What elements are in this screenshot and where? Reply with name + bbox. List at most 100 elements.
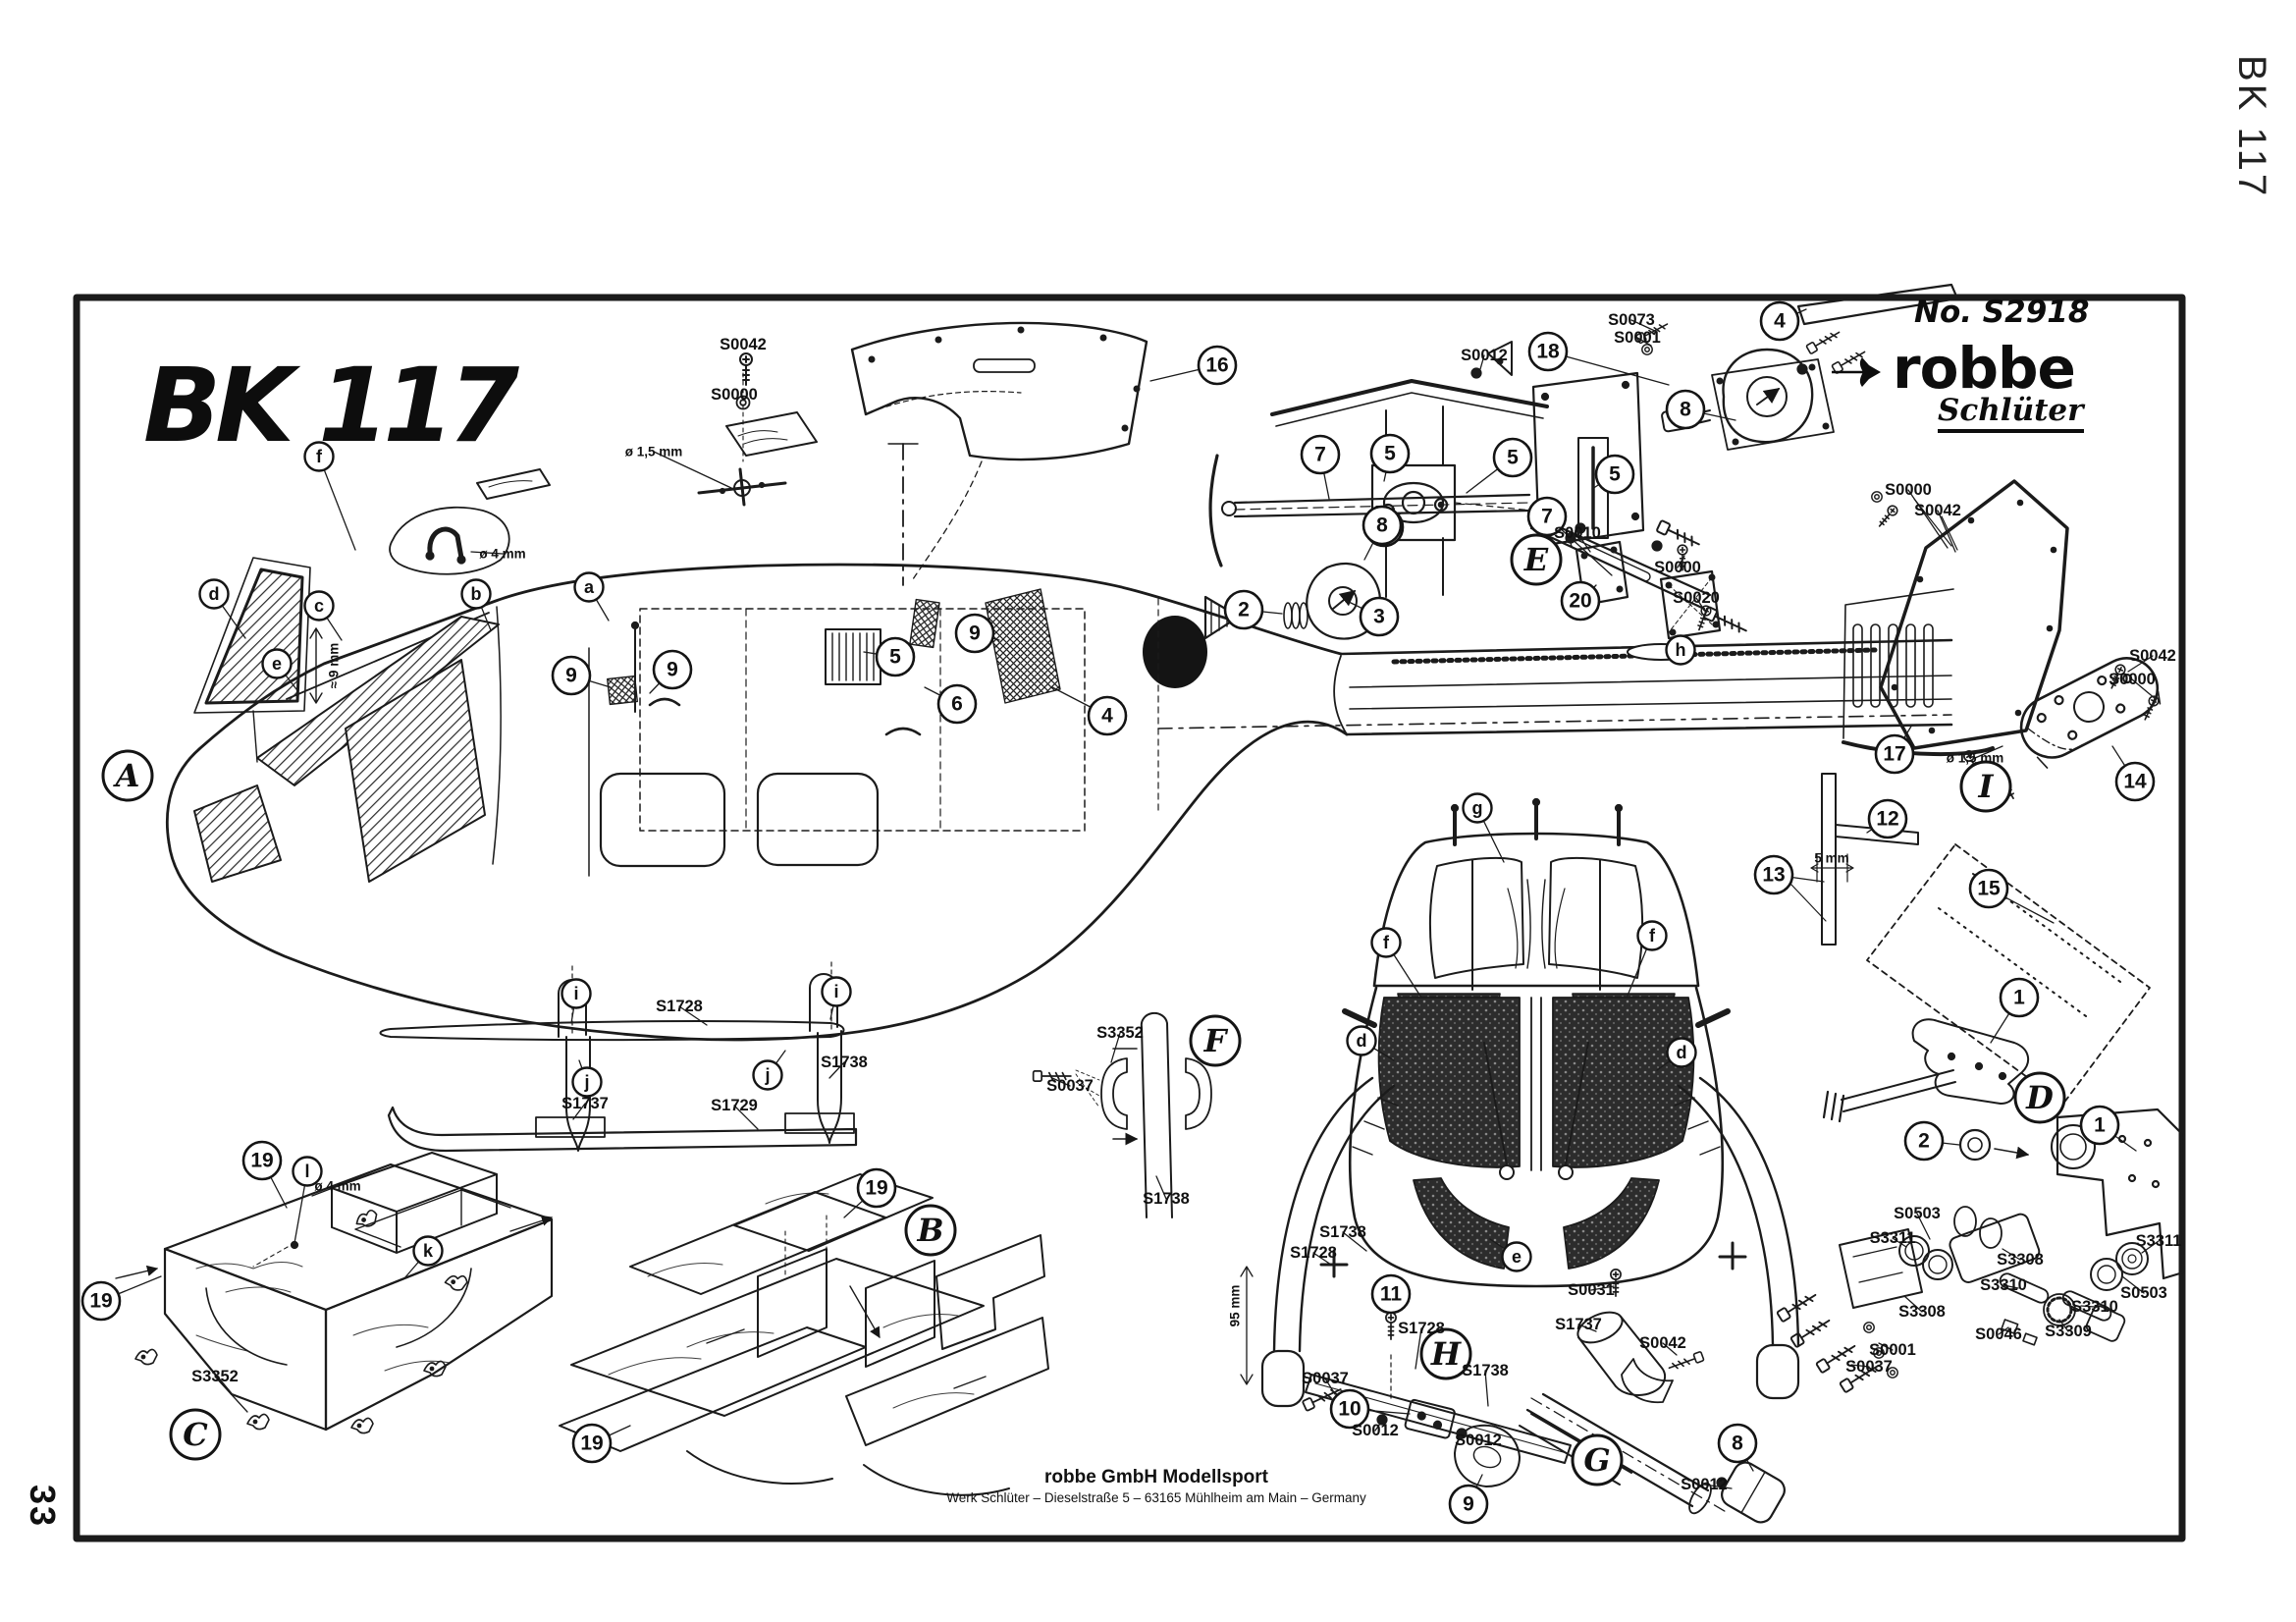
- callout-letter-label: g: [1472, 798, 1483, 818]
- callout-letter-d: [198, 578, 230, 610]
- cabin-window: [599, 772, 726, 868]
- callout-number-5: [1594, 454, 1635, 495]
- callout-number-label: 5: [1384, 443, 1396, 465]
- callout-section-label: H: [1430, 1335, 1463, 1373]
- leader-line: [1547, 351, 1670, 386]
- part-number-label: S1738: [1319, 1223, 1366, 1241]
- leader-line: [2002, 1284, 2019, 1289]
- part-number-label: S0012: [1352, 1422, 1399, 1439]
- dimension-label: ≈ 9 mm: [327, 643, 342, 688]
- part-number-label: S1737: [1555, 1316, 1602, 1333]
- dimension-label: ø 1,5 mm: [625, 445, 683, 460]
- part-number-label: S1728: [1398, 1320, 1445, 1337]
- leader-line: [1155, 1175, 1167, 1200]
- callout-letter-label: l: [304, 1162, 309, 1181]
- callout-number-label: 6: [951, 693, 963, 716]
- callout-number-label: 2: [1238, 599, 1250, 622]
- robbe-wordmark: robbe: [1893, 335, 2076, 402]
- schlueter-wordmark: Schlüter: [1938, 393, 2084, 433]
- callout-number-7: [1526, 496, 1568, 537]
- part-number-label: S0073: [1608, 311, 1655, 329]
- leader-line: [1662, 1342, 1678, 1356]
- callout-number-label: 19: [250, 1150, 273, 1172]
- callout-number-label: 5: [1609, 463, 1621, 486]
- callout-number-label: 7: [1541, 506, 1553, 528]
- strut-bracket-detail: [1032, 1011, 1212, 1218]
- part-number-label: S1738: [1143, 1190, 1190, 1208]
- leader-line: [470, 551, 504, 555]
- fuselage-frame-box: [115, 1152, 554, 1434]
- leader-line: [1878, 1342, 1894, 1351]
- callout-section-label: B: [916, 1212, 943, 1249]
- callout-letter-j: [752, 1059, 783, 1091]
- leader-line: [1577, 1324, 1597, 1332]
- publisher-name: robbe GmbH Modellsport: [1044, 1467, 1268, 1487]
- callout-number-label: 9: [969, 622, 981, 645]
- leader-line: [733, 1105, 759, 1130]
- callout-letter-label: d: [1677, 1043, 1687, 1062]
- callout-number-8: [1362, 505, 1403, 546]
- part-number-label: S0012: [1681, 1476, 1728, 1493]
- leader-line: [2058, 1319, 2069, 1332]
- leader-line: [214, 1376, 248, 1413]
- callout-section-C: [169, 1408, 222, 1461]
- part-number-label: S3310: [2071, 1298, 2118, 1316]
- leader-line: [1342, 1231, 1367, 1252]
- callout-letter-label: a: [584, 577, 595, 597]
- callout-number-5: [875, 636, 916, 677]
- part-number-label: S0020: [1673, 589, 1720, 607]
- callout-section-label: A: [113, 757, 140, 794]
- callout-number-1: [1999, 977, 2040, 1018]
- robbe-logo: robbe Schlüter: [1832, 335, 2084, 433]
- callout-letter-b: [460, 578, 492, 610]
- helicopter-front-view: [1240, 797, 1800, 1408]
- leader-line: [2080, 1305, 2096, 1308]
- callout-letter-k: [412, 1235, 444, 1267]
- callout-number-18: [1527, 331, 1569, 372]
- leader-line: [572, 1103, 586, 1120]
- dimension-label: 5 mm: [1814, 851, 1848, 866]
- part-number-label: S3352: [191, 1368, 239, 1385]
- part-number-label: S0037: [1046, 1077, 1094, 1095]
- leader-line: [1479, 354, 1485, 370]
- callout-letter-label: h: [1676, 640, 1686, 660]
- part-number-label: S0042: [2129, 647, 2176, 665]
- callout-number-label: 16: [1205, 354, 1228, 377]
- callout-section-label: F: [1203, 1022, 1229, 1059]
- callout-number-label: 12: [1876, 808, 1898, 831]
- callout-letter-d: [1666, 1037, 1697, 1068]
- part-number-label: S3308: [1997, 1251, 2044, 1269]
- dimension-label: 95 mm: [1228, 1285, 1243, 1327]
- callout-letter-label: i: [833, 982, 838, 1001]
- callout-number-label: 1: [2013, 987, 2025, 1009]
- part-number-label: S0000: [711, 386, 758, 404]
- part-number-label: S1738: [1462, 1362, 1509, 1379]
- callout-letter-i: [561, 978, 592, 1009]
- callout-number-7: [1300, 434, 1341, 475]
- callout-section-F: [1189, 1014, 1242, 1067]
- leader-line: [2002, 1248, 2021, 1261]
- callout-number-label: 8: [1376, 514, 1388, 537]
- leader-line: [2127, 655, 2154, 673]
- part-number-label: S0503: [2120, 1284, 2167, 1302]
- leader-line: [1110, 1032, 1121, 1063]
- callout-number-label: 10: [1338, 1398, 1361, 1421]
- callout-number-label: 14: [2123, 771, 2147, 793]
- mast-support-detail: [1525, 1268, 1786, 1524]
- sheet-title: BK 117: [143, 346, 519, 465]
- leader-line: [1576, 532, 1591, 553]
- callout-letter-label: b: [471, 584, 482, 604]
- part-number-label: S1737: [561, 1095, 609, 1112]
- leader-line: [1484, 1370, 1489, 1407]
- canopy-exploded: [389, 321, 1148, 580]
- callout-letter-a: [573, 571, 605, 603]
- callout-letter-e: [1501, 1241, 1532, 1272]
- callout-number-3: [1359, 596, 1400, 637]
- leader-line: [1695, 597, 1707, 614]
- callout-number-14: [2114, 761, 2156, 802]
- callout-number-label: 15: [1977, 878, 2001, 900]
- part-number-label: S0001: [1614, 329, 1661, 347]
- callout-number-8: [1665, 389, 1706, 430]
